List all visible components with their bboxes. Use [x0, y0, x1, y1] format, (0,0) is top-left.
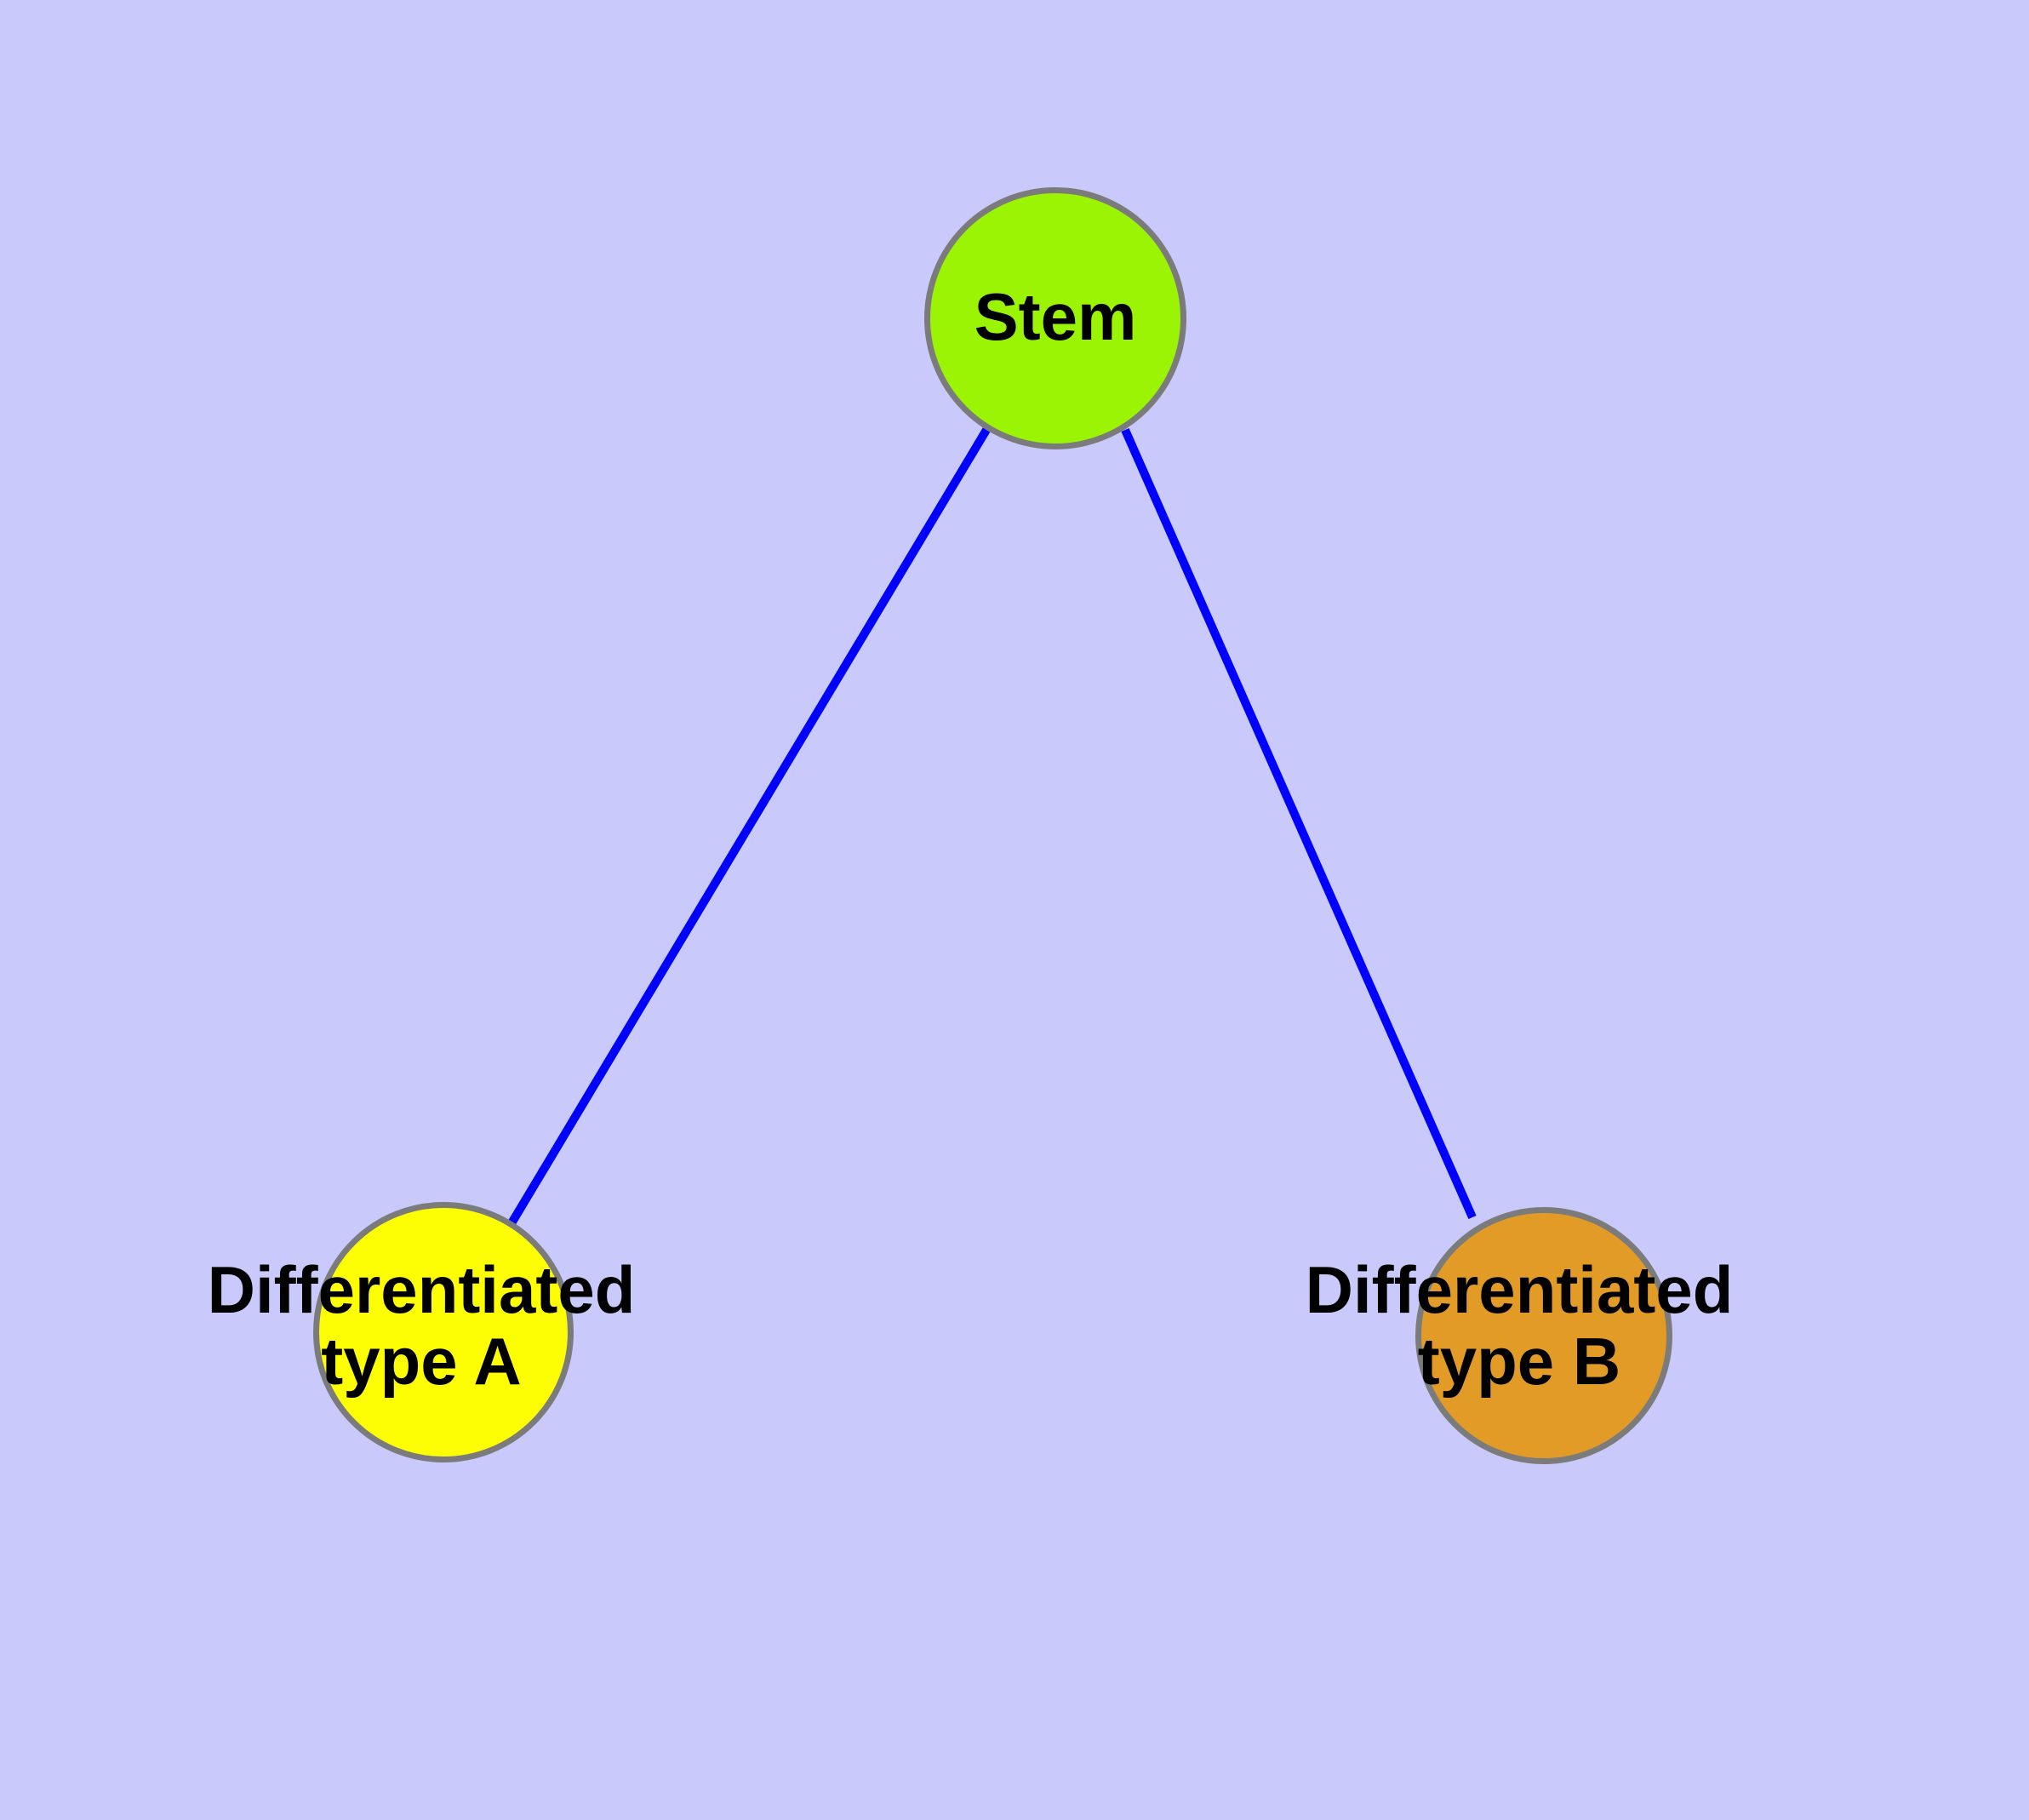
edge-stem-to-differentiated-type-b[interactable]	[1121, 427, 1477, 1220]
node-stem[interactable]	[924, 187, 1186, 449]
edge-stem-to-differentiated-type-a[interactable]	[507, 427, 991, 1226]
node-differentiated-type-a[interactable]	[313, 1202, 574, 1462]
node-differentiated-type-b[interactable]	[1415, 1207, 1672, 1464]
